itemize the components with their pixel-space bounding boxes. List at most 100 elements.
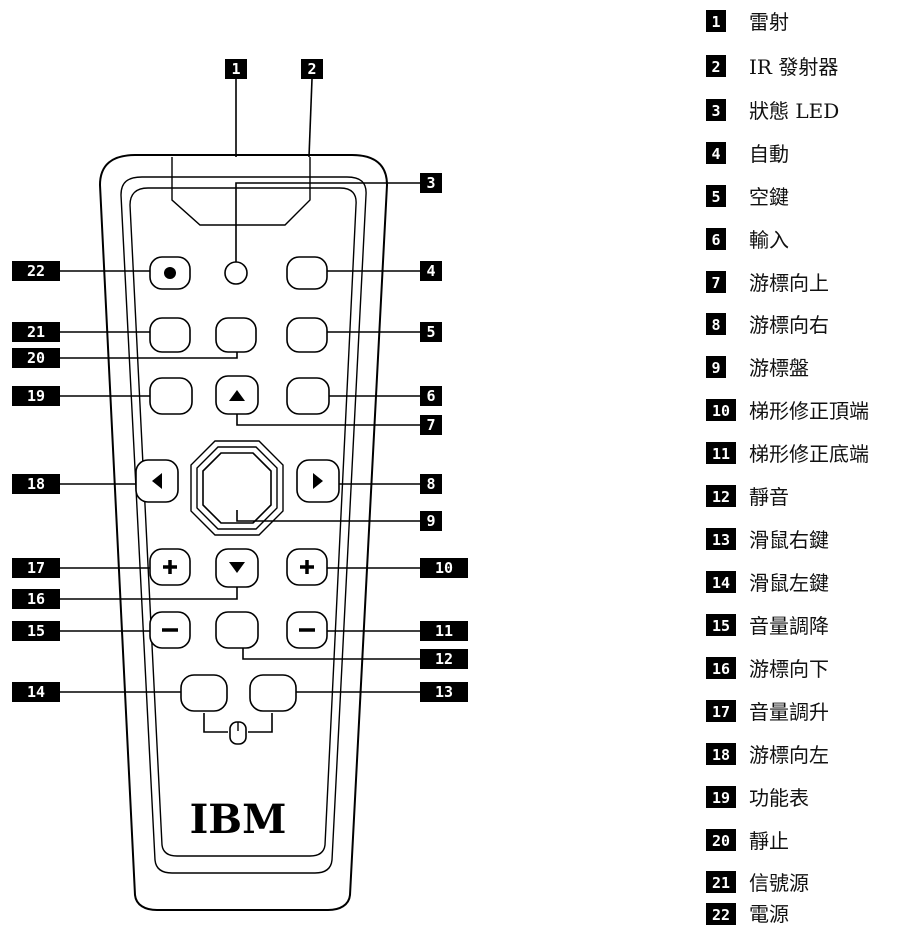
cursor-right-button[interactable] [296, 459, 340, 503]
keystone-bottom-button[interactable] [286, 611, 328, 649]
power-button[interactable] [149, 256, 191, 290]
svg-text:9: 9 [426, 512, 435, 530]
callout-11: 11 [420, 621, 468, 641]
arrow-down-icon [229, 562, 245, 573]
svg-text:13: 13 [712, 531, 730, 549]
svg-text:9: 9 [711, 359, 720, 377]
menu-button[interactable] [149, 377, 193, 415]
svg-text:2: 2 [711, 58, 720, 76]
callout-8: 8 [420, 474, 442, 494]
svg-text:12: 12 [435, 650, 453, 668]
svg-text:22: 22 [712, 906, 730, 924]
svg-text:狀態 LED: 狀態 LED [749, 99, 839, 123]
svg-text:7: 7 [426, 416, 435, 434]
cursor-pad[interactable] [190, 440, 284, 536]
source-button[interactable] [149, 317, 191, 353]
mute-button[interactable] [215, 611, 259, 649]
input-button[interactable] [286, 377, 330, 415]
svg-text:IR 發射器: IR 發射器 [749, 55, 838, 79]
svg-text:20: 20 [27, 349, 45, 367]
cursor-left-button[interactable] [135, 459, 179, 503]
svg-text:8: 8 [426, 475, 435, 493]
svg-text:11: 11 [435, 622, 453, 640]
keystone-top-button[interactable] [286, 548, 328, 586]
legend-item-3: 3 狀態 LED [706, 99, 839, 123]
status-led [224, 261, 248, 285]
plus-icon [300, 560, 314, 574]
callout-13: 13 [420, 682, 468, 702]
svg-text:音量調降: 音量調降 [749, 614, 829, 638]
callout-10: 10 [420, 558, 468, 578]
svg-text:空鍵: 空鍵 [749, 185, 789, 209]
legend-item-2: 2 IR 發射器 [706, 55, 838, 79]
callout-6: 6 [420, 386, 442, 406]
svg-text:12: 12 [712, 488, 730, 506]
svg-text:7: 7 [711, 274, 720, 292]
callout-19: 19 [12, 386, 60, 406]
legend-item-9: 9 游標盤 [706, 356, 809, 380]
svg-text:16: 16 [27, 590, 45, 608]
svg-text:電源: 電源 [749, 902, 789, 926]
callout-20: 20 [12, 348, 60, 368]
callout-17: 17 [12, 558, 60, 578]
legend-item-7: 7 游標向上 [706, 271, 829, 295]
svg-text:14: 14 [27, 683, 45, 701]
volume-down-button[interactable] [149, 611, 191, 649]
svg-text:20: 20 [712, 832, 730, 850]
arrow-left-icon [152, 473, 162, 489]
svg-text:游標盤: 游標盤 [749, 356, 809, 380]
leader-lines [60, 78, 420, 693]
svg-text:5: 5 [426, 323, 435, 341]
svg-text:6: 6 [711, 231, 720, 249]
freeze-button[interactable] [215, 317, 257, 353]
svg-text:游標向上: 游標向上 [749, 271, 829, 295]
svg-text:靜音: 靜音 [749, 485, 789, 509]
callout-15: 15 [12, 621, 60, 641]
svg-text:滑鼠左鍵: 滑鼠左鍵 [749, 571, 829, 595]
callout-22: 22 [12, 261, 60, 281]
svg-text:音量調升: 音量調升 [749, 700, 829, 724]
svg-text:游標向左: 游標向左 [749, 743, 829, 767]
legend-item-6: 6 輸入 [706, 228, 789, 252]
svg-text:14: 14 [712, 574, 730, 592]
svg-text:5: 5 [711, 188, 720, 206]
callout-9: 9 [420, 511, 442, 531]
callout-7: 7 [420, 415, 442, 435]
svg-text:2: 2 [307, 60, 316, 78]
remote-body [98, 154, 389, 911]
callout-18: 18 [12, 474, 60, 494]
svg-text:3: 3 [711, 102, 720, 120]
svg-text:4: 4 [426, 262, 435, 280]
svg-text:1: 1 [231, 60, 240, 78]
auto-button[interactable] [286, 256, 328, 290]
svg-text:信號源: 信號源 [749, 871, 809, 895]
svg-text:游標向右: 游標向右 [749, 313, 829, 337]
volume-up-button[interactable] [149, 548, 191, 586]
cursor-up-button[interactable] [215, 375, 259, 415]
ibm-logo: IBM [190, 796, 287, 843]
mouse-right-button[interactable] [249, 674, 297, 712]
svg-text:10: 10 [435, 559, 453, 577]
svg-text:11: 11 [712, 445, 730, 463]
callout-16: 16 [12, 589, 60, 609]
arrow-right-icon [313, 473, 323, 489]
callout-5: 5 [420, 322, 442, 342]
svg-text:19: 19 [712, 789, 730, 807]
mouse-left-button[interactable] [180, 674, 228, 712]
svg-text:16: 16 [712, 660, 730, 678]
svg-text:雷射: 雷射 [749, 10, 789, 34]
blank-button[interactable] [286, 317, 328, 353]
svg-text:輸入: 輸入 [749, 228, 789, 252]
svg-text:1: 1 [711, 13, 720, 31]
cursor-down-button[interactable] [215, 548, 259, 588]
svg-text:10: 10 [712, 402, 730, 420]
